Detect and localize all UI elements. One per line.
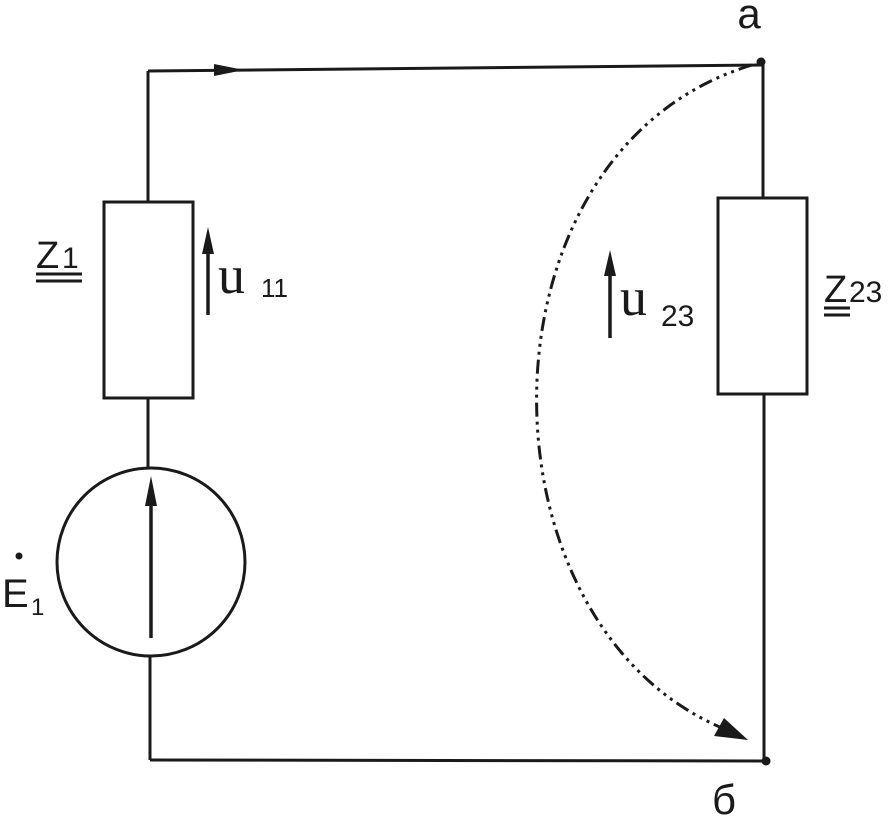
top-wire [147, 63, 764, 73]
voltage-u11-symbol: u [218, 245, 245, 305]
node-a-dot [756, 57, 766, 67]
impedance-z23-subscript: 23 [849, 276, 882, 309]
impedance-z1-subscript: 1 [62, 242, 79, 275]
impedance-z23-symbol: Z [824, 269, 847, 311]
loop-bypass-arrow-head [714, 718, 748, 740]
node-b-dot [761, 756, 771, 766]
impedance-z1-box [102, 200, 195, 400]
impedance-z23-box [716, 196, 809, 396]
bottom-wire [149, 758, 767, 763]
emf-arrow-head [145, 476, 157, 506]
voltage-u23-arrow-head [604, 250, 616, 276]
current-direction-arrow [214, 64, 244, 76]
loop-bypass-path [535, 63, 753, 730]
node-a-label: а [737, 0, 761, 37]
source-e1-subscript: 1 [31, 594, 44, 621]
source-e1-symbol: E [2, 572, 29, 616]
node-b-label: б [712, 776, 736, 818]
voltage-u23-subscript: 23 [661, 300, 694, 333]
source-phasor-dot [15, 552, 23, 560]
impedance-z1-symbol: Z [36, 235, 59, 277]
voltage-u23-symbol: u [620, 267, 647, 327]
voltage-u11-arrow-head [202, 227, 214, 254]
voltage-u11-subscript: 11 [261, 273, 288, 303]
